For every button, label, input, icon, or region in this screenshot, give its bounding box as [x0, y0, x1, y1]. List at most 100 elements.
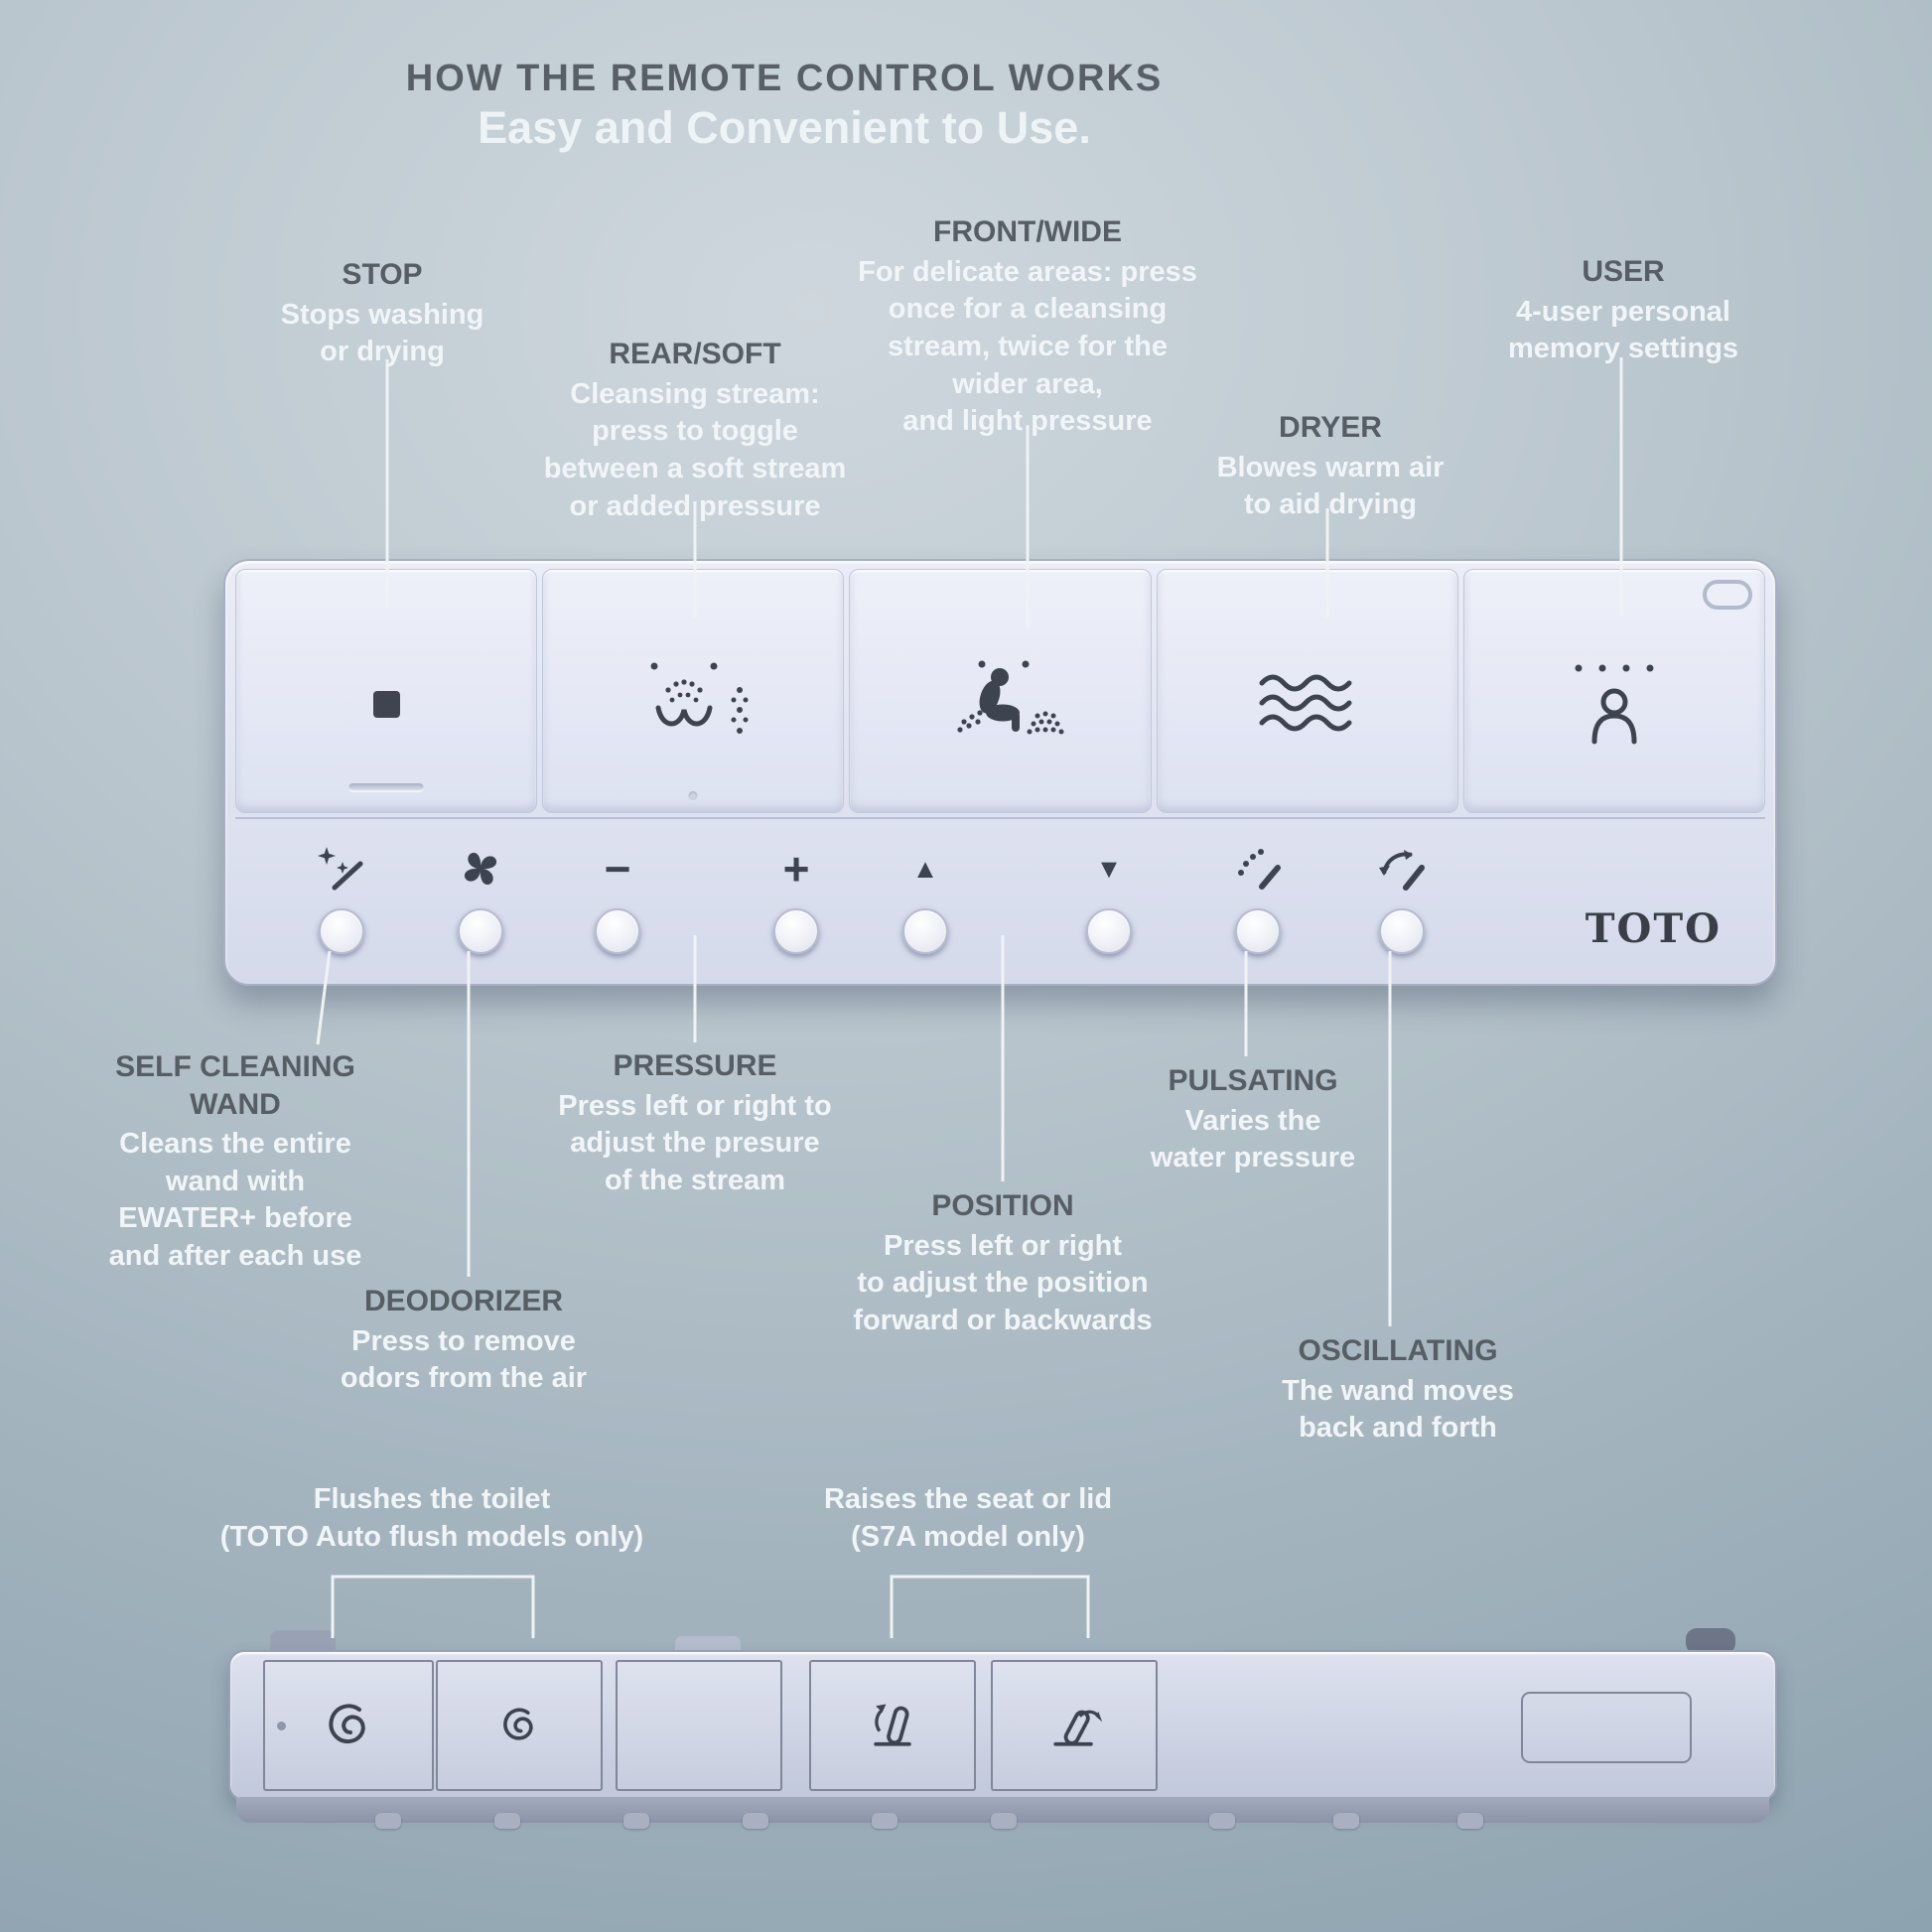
- oscillating-button[interactable]: [1379, 908, 1425, 954]
- flush-swirl-icon: [329, 1704, 365, 1744]
- callout-flush: Flushes the toilet (TOTO Auto flush mode…: [220, 1481, 643, 1556]
- rear-soft-led: [688, 791, 698, 800]
- pressure-up-button[interactable]: [773, 908, 819, 954]
- secondary-button-row: − + ▲ ▼: [235, 817, 1765, 976]
- lid-raise-icon: [1053, 1710, 1103, 1746]
- side-base: [236, 1797, 1769, 1829]
- self-cleaning-wand-icon: [315, 841, 368, 897]
- callout-deodorizer: DEODORIZER Press to remove odors from th…: [341, 1283, 587, 1398]
- arrow-down-icon: ▼: [1095, 854, 1123, 884]
- base-nub: [494, 1813, 520, 1829]
- callout-body: Varies the water pressure: [1150, 1104, 1356, 1174]
- stop-icon: [372, 690, 400, 718]
- position-backward-control: ▼: [1044, 841, 1173, 954]
- stop-button[interactable]: [235, 569, 538, 813]
- pulsating-button[interactable]: [1235, 908, 1281, 954]
- callout-heading: FRONT/WIDE: [933, 215, 1122, 248]
- stop-groove: [348, 783, 425, 792]
- main-button-row: [235, 569, 1766, 813]
- callout-body: Press to remove odors from the air: [340, 1324, 588, 1395]
- callout-body: Press left or right to adjust the presur…: [558, 1089, 832, 1196]
- side-knob-button[interactable]: [1686, 1628, 1735, 1654]
- callout-pulsating: PULSATING Varies the water pressure: [1151, 1062, 1355, 1177]
- base-nub: [991, 1813, 1017, 1829]
- callout-heading: SELF CLEANING WAND: [115, 1050, 355, 1121]
- base-nub: [1333, 1813, 1359, 1829]
- user-person-icon: [1575, 664, 1654, 745]
- callout-body: Raises the seat or lid (S7A model only): [823, 1483, 1113, 1553]
- position-backward-button[interactable]: [1086, 908, 1132, 954]
- callout-heading: DEODORIZER: [363, 1285, 563, 1317]
- deodorizer-control: [416, 841, 545, 954]
- seat-raise-icon: [874, 1704, 911, 1746]
- pressure-down-control: −: [553, 841, 682, 954]
- callout-seat: Raises the seat or lid (S7A model only): [824, 1481, 1112, 1556]
- callout-heading: POSITION: [931, 1189, 1074, 1222]
- blank-button[interactable]: [616, 1660, 782, 1791]
- remote-control-side: [228, 1628, 1777, 1837]
- base-nub: [623, 1813, 649, 1829]
- callout-heading: REAR/SOFT: [609, 338, 781, 370]
- callout-heading: DRYER: [1279, 411, 1382, 444]
- flush-light-button[interactable]: [436, 1660, 603, 1791]
- deodorizer-fan-icon: [454, 841, 507, 897]
- callout-heading: PRESSURE: [613, 1049, 777, 1082]
- callout-heading: PULSATING: [1168, 1064, 1338, 1097]
- callout-heading: STOP: [342, 258, 423, 291]
- pressure-down-button[interactable]: [595, 908, 640, 954]
- callout-front-wide: FRONT/WIDE For delicate areas: press onc…: [858, 213, 1197, 441]
- page-subtitle: Easy and Convenient to Use.: [478, 102, 1091, 153]
- oscillating-icon: [1375, 841, 1429, 897]
- self-cleaning-wand-control: [277, 841, 406, 954]
- pulsating-icon: [1231, 841, 1285, 897]
- flush-button[interactable]: [263, 1660, 434, 1791]
- callout-body: Cleansing stream: press to toggle betwee…: [543, 377, 847, 522]
- minus-icon: −: [604, 843, 631, 895]
- base-nub: [743, 1813, 768, 1829]
- pressure-up-control: +: [732, 841, 861, 954]
- lid-raise-button[interactable]: [991, 1660, 1158, 1791]
- rear-soft-spray-icon: [650, 662, 749, 734]
- callout-body: Flushes the toilet (TOTO Auto flush mode…: [219, 1483, 644, 1553]
- base-nub: [1457, 1813, 1483, 1829]
- base-nub: [872, 1813, 897, 1829]
- callout-body: Stops washing or drying: [280, 298, 484, 368]
- front-wide-person-icon: [956, 660, 1063, 735]
- callout-body: The wand moves back and forth: [1282, 1374, 1514, 1445]
- oscillating-control: [1337, 841, 1466, 954]
- self-cleaning-wand-button[interactable]: [319, 908, 364, 954]
- position-forward-button[interactable]: [902, 908, 948, 954]
- user-button[interactable]: [1462, 569, 1766, 813]
- base-nub: [1209, 1813, 1235, 1829]
- front-wide-button[interactable]: [849, 569, 1152, 813]
- position-forward-control: ▲: [861, 841, 990, 954]
- callout-user: USER 4-user personal memory settings: [1508, 253, 1738, 368]
- callout-rear-soft: REAR/SOFT Cleansing stream: press to tog…: [544, 336, 847, 525]
- callout-body: Cleans the entire wand with EWATER+ befo…: [108, 1128, 362, 1273]
- callout-body: 4-user personal memory settings: [1507, 295, 1739, 365]
- side-body: [228, 1650, 1777, 1801]
- callout-position: POSITION Press left or right to adjust t…: [853, 1187, 1152, 1340]
- flush-led: [277, 1722, 286, 1730]
- remote-control-front: − + ▲ ▼: [223, 559, 1777, 986]
- page-title: HOW THE REMOTE CONTROL WORKS: [405, 58, 1164, 99]
- ir-window: [1521, 1692, 1692, 1763]
- callout-heading: OSCILLATING: [1298, 1334, 1498, 1367]
- side-tab: [675, 1636, 741, 1654]
- flush-light-swirl-icon: [503, 1708, 533, 1740]
- dryer-waves-icon: [1259, 674, 1352, 732]
- base-nub: [375, 1813, 401, 1829]
- callout-pressure: PRESSURE Press left or right to adjust t…: [558, 1047, 832, 1200]
- pulsating-control: [1193, 841, 1322, 954]
- callout-dryer: DRYER Blowes warm air to aid drying: [1217, 409, 1445, 524]
- rear-soft-button[interactable]: [542, 569, 845, 813]
- callout-heading: USER: [1582, 255, 1665, 288]
- deodorizer-button[interactable]: [458, 908, 503, 954]
- callout-self-cleaning-wand: SELF CLEANING WAND Cleans the entire wan…: [109, 1048, 362, 1276]
- arrow-up-icon: ▲: [911, 854, 939, 884]
- remote-corner-notch: [1703, 580, 1753, 610]
- seat-raise-button[interactable]: [809, 1660, 976, 1791]
- dryer-button[interactable]: [1156, 569, 1458, 813]
- callout-oscillating: OSCILLATING The wand moves back and fort…: [1282, 1332, 1514, 1448]
